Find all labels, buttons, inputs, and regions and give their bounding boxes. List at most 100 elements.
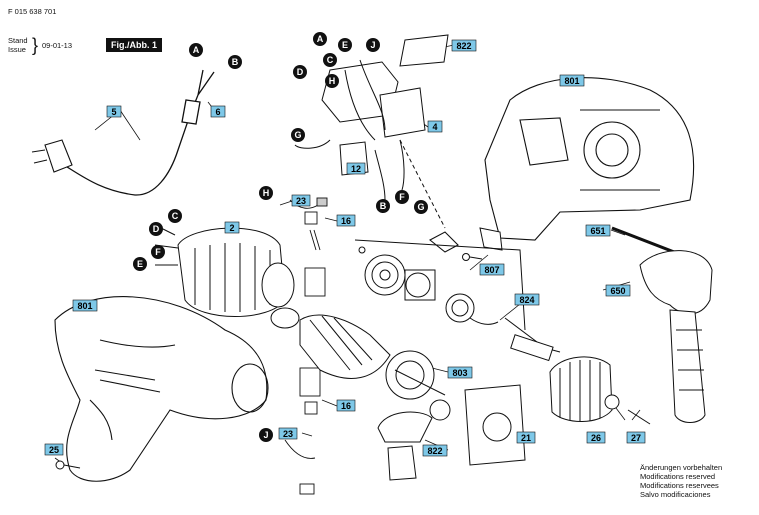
note-fr: Modifications reservees xyxy=(640,481,719,490)
auxiliary-handle xyxy=(611,226,713,423)
connector-f-switch: F xyxy=(395,190,409,204)
svg-text:G: G xyxy=(294,130,301,140)
armature xyxy=(270,307,451,421)
connector-e-switch: E xyxy=(338,38,352,52)
figure-badge: Fig./Abb. 1 xyxy=(106,38,162,52)
gear-train xyxy=(354,239,561,362)
connector-b-cord: B xyxy=(228,55,242,69)
callout-23-top: 23 xyxy=(291,194,311,207)
connector-d-switch: D xyxy=(293,65,307,79)
callout-25: 25 xyxy=(44,443,64,456)
svg-text:21: 21 xyxy=(521,433,531,443)
svg-text:4: 4 xyxy=(432,122,437,132)
note-en: Modifications reserved xyxy=(640,472,716,481)
connector-a-cord: A xyxy=(189,43,203,57)
note-de: Änderungen vorbehalten xyxy=(640,463,723,472)
svg-text:J: J xyxy=(263,430,268,440)
svg-text:C: C xyxy=(172,211,179,221)
field-coil xyxy=(154,224,295,317)
plug xyxy=(31,139,73,173)
callout-4: 4 xyxy=(427,120,443,133)
callout-824: 824 xyxy=(514,293,540,306)
callout-822-top: 822 xyxy=(451,39,477,52)
connector-a-switch: A xyxy=(313,32,327,46)
svg-text:651: 651 xyxy=(590,226,605,236)
issue-date: 09-01-13 xyxy=(42,41,73,50)
svg-text:E: E xyxy=(137,259,143,269)
svg-text:D: D xyxy=(297,67,304,77)
callout-651: 651 xyxy=(585,224,611,237)
svg-text:650: 650 xyxy=(610,286,625,296)
gearbox-cover xyxy=(377,384,526,481)
svg-text:A: A xyxy=(193,45,200,55)
part-callouts: 5 6 2 801 801 822 822 4 12 23 23 16 16 8… xyxy=(44,39,646,457)
svg-text:G: G xyxy=(417,202,424,212)
callout-21: 21 xyxy=(516,431,536,444)
connector-j-brush: J xyxy=(259,428,273,442)
connector-h-switch: H xyxy=(325,74,339,88)
callout-822-bottom: 822 xyxy=(422,444,448,457)
svg-text:26: 26 xyxy=(591,433,601,443)
modification-notes: Änderungen vorbehalten Modifications res… xyxy=(640,463,722,499)
svg-text:801: 801 xyxy=(564,76,579,86)
callout-16-top: 16 xyxy=(336,214,356,227)
callout-801-right: 801 xyxy=(559,74,585,87)
callout-16-bottom: 16 xyxy=(336,399,356,412)
connector-c-coil: C xyxy=(168,209,182,223)
svg-text:824: 824 xyxy=(519,295,534,305)
connector-markers: A B A E J C D H G F B G H C D F E J xyxy=(133,32,428,442)
drill-chuck xyxy=(549,356,651,425)
connector-f-coil: F xyxy=(151,245,165,259)
brace-glyph: } xyxy=(32,35,39,55)
connector-b-switch: B xyxy=(376,199,390,213)
svg-text:5: 5 xyxy=(111,107,116,117)
screw-807 xyxy=(462,253,483,261)
connector-h-brush: H xyxy=(259,186,273,200)
callout-12: 12 xyxy=(346,162,366,175)
svg-text:822: 822 xyxy=(456,41,471,51)
svg-text:A: A xyxy=(317,34,324,44)
svg-text:D: D xyxy=(153,224,160,234)
svg-text:J: J xyxy=(370,40,375,50)
svg-text:822: 822 xyxy=(427,446,442,456)
callout-2: 2 xyxy=(224,221,240,234)
connector-c-switch: C xyxy=(323,53,337,67)
svg-text:6: 6 xyxy=(215,107,220,117)
callout-26: 26 xyxy=(586,431,606,444)
svg-text:H: H xyxy=(329,76,336,86)
svg-text:23: 23 xyxy=(296,196,306,206)
issue-label: Issue xyxy=(8,45,26,54)
note-es: Salvo modificaciones xyxy=(640,490,711,499)
connector-d-coil: D xyxy=(149,222,163,236)
housing-half-right xyxy=(429,77,695,253)
svg-text:16: 16 xyxy=(341,216,351,226)
svg-text:B: B xyxy=(232,57,239,67)
svg-text:B: B xyxy=(380,201,387,211)
callout-650: 650 xyxy=(605,284,631,297)
screw-25 xyxy=(55,460,81,470)
document-number: F 015 638 701 xyxy=(8,7,57,16)
connector-g-switch: G xyxy=(291,128,305,142)
connector-j-switch: J xyxy=(366,38,380,52)
svg-text:E: E xyxy=(342,40,348,50)
svg-text:2: 2 xyxy=(229,223,234,233)
brush-holder xyxy=(479,227,503,251)
svg-text:801: 801 xyxy=(77,301,92,311)
callout-5: 5 xyxy=(106,105,122,118)
svg-text:12: 12 xyxy=(351,164,361,174)
callout-6: 6 xyxy=(210,105,226,118)
svg-text:807: 807 xyxy=(484,265,499,275)
svg-text:23: 23 xyxy=(283,429,293,439)
power-cord xyxy=(54,69,215,196)
callout-801-left: 801 xyxy=(72,299,98,312)
stand-label: Stand xyxy=(8,36,28,45)
svg-text:C: C xyxy=(327,55,334,65)
svg-text:H: H xyxy=(263,188,270,198)
svg-text:27: 27 xyxy=(631,433,641,443)
connector-g-housing: G xyxy=(414,200,428,214)
svg-text:25: 25 xyxy=(49,445,59,455)
svg-text:16: 16 xyxy=(341,401,351,411)
svg-text:F: F xyxy=(155,247,161,257)
callout-807: 807 xyxy=(479,263,505,276)
